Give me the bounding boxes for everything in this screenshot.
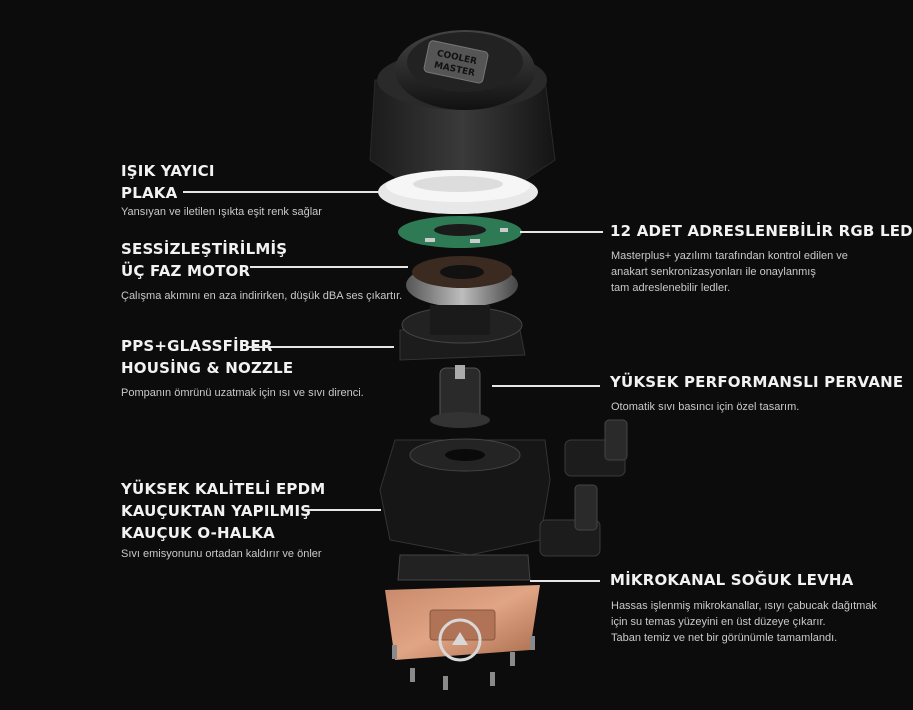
callout-line — [492, 385, 600, 387]
feature-title: IŞIK YAYICI PLAKA — [121, 162, 215, 202]
feature-title: PPS+GLASSFİBER HOUSİNG & NOZZLE — [121, 337, 294, 377]
callout-line — [248, 346, 394, 348]
callout-line — [530, 580, 600, 582]
feature-description: Sıvı emisyonunu ortadan kaldırır ve önle… — [121, 548, 322, 560]
feature-title: 12 ADET ADRESLENEBİLİR RGB LED — [610, 222, 913, 240]
feature-description: Yansıyan ve iletilen ışıkta eşit renk sa… — [121, 206, 322, 218]
callout-line — [520, 231, 603, 233]
feature-description: Masterplus+ yazılımı tarafından kontrol … — [611, 250, 848, 294]
feature-description: Otomatik sıvı basıncı için özel tasarım. — [611, 401, 800, 413]
feature-title: SESSİZLEŞTİRİLMİŞ ÜÇ FAZ MOTOR — [121, 240, 288, 280]
microchannel-cold-plate — [385, 554, 540, 662]
pump-cap: COOLER MASTER — [369, 30, 556, 181]
three-phase-motor — [406, 256, 518, 307]
light-diffuser-plate — [378, 170, 538, 214]
screws — [392, 636, 535, 690]
feature-description: Hassas işlenmiş mikrokanallar, ısıyı çab… — [611, 600, 877, 644]
rgb-led-board — [398, 216, 522, 248]
feature-description: Pompanın ömrünü uzatmak için ısı ve sıvı… — [121, 387, 364, 399]
cooler-master-logo: COOLER MASTER — [423, 40, 489, 84]
feature-title: YÜKSEK KALİTELİ EPDM KAUÇUKTAN YAPILMIŞ … — [121, 480, 326, 542]
callout-line — [250, 266, 408, 268]
pump-body — [379, 438, 551, 556]
pps-housing — [399, 305, 526, 361]
feature-title: MİKROKANAL SOĞUK LEVHA — [610, 571, 854, 589]
callout-line — [183, 191, 383, 193]
callout-line — [303, 509, 381, 511]
feature-description: Çalışma akımını en aza indirirken, düşük… — [121, 290, 403, 302]
feature-title: YÜKSEK PERFORMANSLI PERVANE — [610, 373, 904, 391]
impeller — [430, 365, 490, 428]
fittings — [539, 419, 628, 557]
